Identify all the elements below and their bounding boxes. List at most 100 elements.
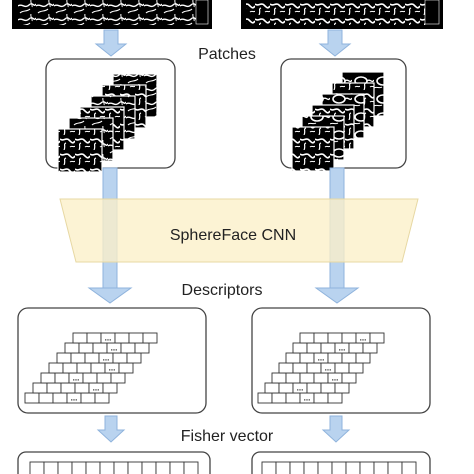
descriptor-cell xyxy=(292,362,308,374)
descriptor-cell xyxy=(271,392,287,404)
descriptor-cell xyxy=(112,352,128,364)
arrow-right-3 xyxy=(321,415,351,443)
descriptor-cell xyxy=(271,372,287,384)
descriptor-grid-right: ..................... xyxy=(257,332,385,404)
descriptor-cell xyxy=(313,332,329,344)
descriptor-ellipsis: ... xyxy=(318,354,325,363)
descriptor-cell xyxy=(114,332,130,344)
descriptor-cell xyxy=(341,372,357,384)
fisher-vector-cell xyxy=(155,461,171,474)
descriptor-ellipsis: ... xyxy=(339,344,346,353)
fisher-vector-cell xyxy=(289,461,305,474)
descriptor-ellipsis: ... xyxy=(105,334,112,343)
descriptor-cell xyxy=(126,352,142,364)
descriptor-cell xyxy=(313,392,329,404)
descriptor-grid-left: ..................... xyxy=(24,332,158,404)
vein-image-left xyxy=(12,0,212,29)
descriptor-ellipsis: ... xyxy=(73,374,80,383)
descriptor-cell xyxy=(110,372,126,384)
descriptor-cell xyxy=(40,372,56,384)
descriptor-cell xyxy=(56,352,72,364)
fisher-vector-cell xyxy=(169,461,185,474)
descriptor-cell xyxy=(96,372,112,384)
descriptor-cell xyxy=(80,392,96,404)
descriptor-cell xyxy=(46,382,62,394)
fisher-vector-cells-left xyxy=(29,461,199,474)
descriptor-ellipsis: ... xyxy=(297,384,304,393)
fisher-vector-cell xyxy=(29,461,45,474)
fisher-vector-cell xyxy=(99,461,115,474)
descriptor-cell xyxy=(278,362,294,374)
descriptor-cell xyxy=(327,392,343,404)
descriptor-cell xyxy=(320,342,336,354)
descriptor-ellipsis: ... xyxy=(103,354,110,363)
descriptor-cell xyxy=(86,332,102,344)
descriptor-cell xyxy=(299,332,315,344)
descriptor-cell xyxy=(118,362,134,374)
descriptor-cell xyxy=(348,362,364,374)
fisher-vector-cells-right xyxy=(261,461,417,474)
fisher-vector-cell xyxy=(85,461,101,474)
descriptor-cell xyxy=(142,332,158,344)
descriptor-cell xyxy=(306,362,322,374)
descriptor-ellipsis: ... xyxy=(304,394,311,403)
descriptor-cell xyxy=(84,352,100,364)
descriptor-cell xyxy=(306,342,322,354)
descriptor-cell xyxy=(52,392,68,404)
vein-patch xyxy=(291,126,335,172)
arrow-left-2-head xyxy=(87,287,133,304)
fisher-vector-cell xyxy=(387,461,403,474)
descriptor-ellipsis: ... xyxy=(360,334,367,343)
descriptor-cell xyxy=(334,382,350,394)
descriptor-cell xyxy=(320,382,336,394)
descriptor-cell xyxy=(369,332,385,344)
descriptor-ellipsis: ... xyxy=(325,364,332,373)
fisher-vector-cell xyxy=(141,461,157,474)
fisher-vector-cell xyxy=(317,461,333,474)
label-cnn: SphereFace CNN xyxy=(170,227,296,244)
descriptor-cell xyxy=(341,332,357,344)
fisher-vector-cell xyxy=(183,461,199,474)
descriptor-cell xyxy=(327,332,343,344)
descriptor-cell xyxy=(64,342,80,354)
descriptor-cell xyxy=(76,362,92,374)
descriptor-cell xyxy=(362,342,378,354)
descriptor-cell xyxy=(120,342,136,354)
fisher-vector-cell xyxy=(331,461,347,474)
fisher-vector-cell xyxy=(359,461,375,474)
descriptor-cell xyxy=(355,352,371,364)
descriptor-cell xyxy=(327,352,343,364)
arrow-right-1 xyxy=(318,29,352,57)
label-patches: Patches xyxy=(198,46,256,63)
descriptor-cell xyxy=(278,382,294,394)
descriptor-cell xyxy=(78,342,94,354)
descriptor-cell xyxy=(70,352,86,364)
descriptor-cell xyxy=(48,362,64,374)
fisher-vector-cell xyxy=(275,461,291,474)
descriptor-cell xyxy=(90,362,106,374)
descriptor-cell xyxy=(82,372,98,384)
descriptor-cell xyxy=(285,392,301,404)
descriptor-cell xyxy=(92,342,108,354)
arrow-left-3 xyxy=(96,415,126,443)
descriptor-cell xyxy=(62,362,78,374)
descriptor-cell xyxy=(306,382,322,394)
cnn-band xyxy=(59,198,419,263)
label-fisher-vector: Fisher vector xyxy=(181,428,274,445)
fisher-vector-cell xyxy=(43,461,59,474)
descriptor-ellipsis: ... xyxy=(332,374,339,383)
patch-stack-left xyxy=(57,73,158,173)
descriptor-cell xyxy=(285,372,301,384)
descriptor-cell xyxy=(334,362,350,374)
arrow-right-2-head xyxy=(314,287,360,304)
descriptor-cell xyxy=(257,392,273,404)
descriptor-cell xyxy=(74,382,90,394)
descriptor-cell xyxy=(94,392,110,404)
fisher-vector-cell xyxy=(373,461,389,474)
descriptor-cell xyxy=(60,382,76,394)
fisher-vector-cell xyxy=(113,461,129,474)
arrow-left-1 xyxy=(94,29,128,57)
label-descriptors: Descriptors xyxy=(182,282,263,299)
fisher-vector-cell xyxy=(345,461,361,474)
descriptor-cell xyxy=(128,332,144,344)
